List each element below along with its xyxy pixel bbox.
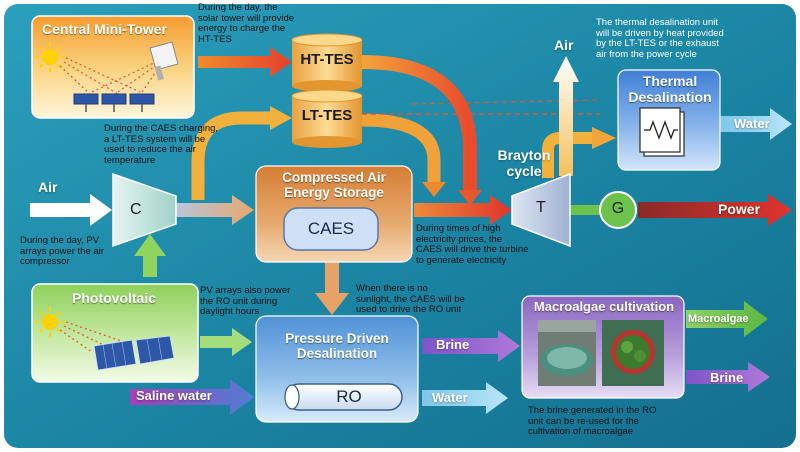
ht-tes-to-turbine-flow [361, 55, 477, 192]
ro-label: RO [336, 387, 362, 406]
ht-tes-label: HT-TES [300, 51, 354, 68]
sun-icon [35, 42, 65, 72]
pv-to-desal-arrow [200, 328, 252, 356]
ro-water-label: Water [432, 390, 468, 405]
ht-tes-arrowhead [458, 190, 482, 205]
power-output-arrow [638, 194, 792, 226]
macroalgae-title: Macroalgae cultivation [533, 299, 675, 314]
algae-tank-photo [602, 320, 664, 386]
pv-compressor-note: During the day, PV arrays power the air … [20, 235, 104, 268]
solar-panel-icon [73, 93, 155, 112]
pv-rays-dotted [59, 321, 131, 353]
photovoltaic-title: Photovoltaic [72, 290, 157, 306]
brine-label: Brine [436, 337, 470, 352]
thermal-water-arrow [720, 108, 792, 140]
pressure-desal-title: Pressure Driven Desalination [285, 331, 389, 362]
lt-tes-arrowhead [270, 106, 292, 130]
macroalgae-output-arrow [686, 301, 768, 337]
pv-to-compressor-arrow [134, 234, 166, 277]
caes-to-turbine-arrow [414, 195, 512, 225]
lt-tes-label: LT-TES [301, 107, 353, 124]
high-price-note: During times of high electricity prices,… [416, 223, 529, 266]
caes-title: Compressed Air Energy Storage [282, 170, 386, 201]
air-inlet-label: Air [38, 179, 58, 195]
ro-water-arrow [422, 382, 508, 414]
pv-array-icon [93, 335, 175, 371]
brine-arrow [422, 330, 520, 362]
power-label: Power [718, 201, 761, 217]
compressor-to-caes-arrow [175, 195, 254, 225]
lt-tes-to-turbine-flow [361, 113, 441, 184]
exhaust-to-thermal-arrowhead [592, 127, 616, 149]
pv-ro-note: PV arrays also power the RO unit during … [200, 285, 291, 318]
generator-label: G [611, 200, 625, 217]
turbine-shape [511, 172, 571, 248]
air-inlet-arrow [30, 194, 112, 226]
central-tower-title: Central Mini-Tower [42, 21, 167, 37]
pv-sun-icon [35, 307, 65, 337]
compressor-shape [112, 172, 177, 248]
brine-output-label: Brine [710, 370, 744, 385]
caes-vessel [283, 207, 379, 251]
solar-to-ht-tes-arrow [198, 47, 292, 77]
solar-day-note: During the day, the solar tower will pro… [198, 2, 295, 45]
turbine-label: T [536, 199, 546, 216]
exhaust-air-up-arrow [553, 56, 579, 176]
thermal-note: The thermal desalination unit will be dr… [596, 17, 724, 60]
algae-pond-photo [538, 320, 596, 386]
brine-reuse-note: The brine generated in the RO unit can b… [528, 405, 657, 438]
saline-water-label: Saline water [136, 388, 212, 403]
exhaust-air-label: Air [554, 37, 574, 53]
generator-shape [599, 191, 637, 229]
ht-tes-tank [291, 33, 363, 92]
saline-water-arrow [130, 379, 254, 415]
caes-to-desal-arrow [315, 262, 349, 315]
sun-rays-dotted [59, 57, 161, 95]
brayton-cycle-label: Brayton cycle [497, 147, 551, 179]
heat-exchanger-icon [639, 107, 685, 157]
compressor-to-lt-tes-flow [191, 111, 272, 200]
heliostat-icon [149, 41, 179, 81]
brine-output-arrow [686, 362, 770, 392]
macroalgae-output-label: Macroalgae [688, 313, 749, 325]
central-tower-box [31, 15, 195, 119]
ro-membrane [284, 383, 403, 411]
thermal-water-label: Water [734, 116, 770, 131]
compressor-label: C [130, 201, 142, 218]
thermal-desal-title: Thermal Desalination [628, 73, 712, 105]
caes-label: CAES [307, 219, 355, 238]
lt-tes-arrowhead-down [422, 182, 446, 197]
lt-tes-tank [291, 89, 363, 148]
no-sun-note: When there is no sunlight, the CAES will… [356, 283, 465, 316]
turbine-generator-shaft [568, 205, 602, 215]
caes-charging-note: During the CAES charging, a LT-TES syste… [104, 123, 219, 166]
